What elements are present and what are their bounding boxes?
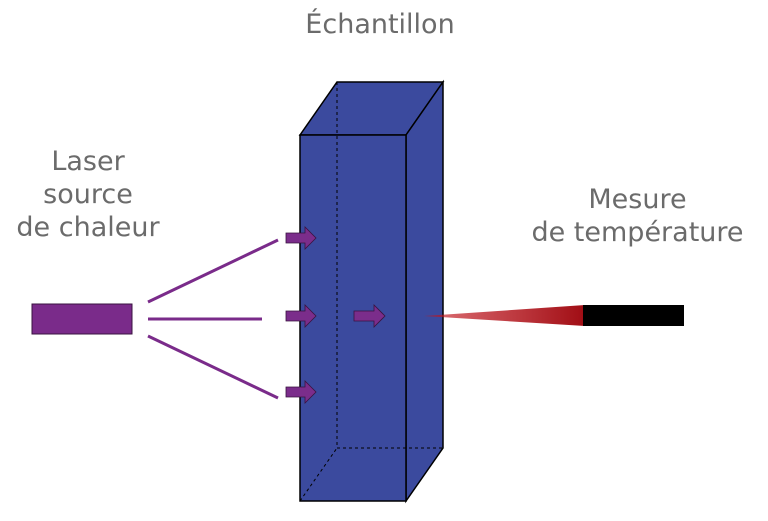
laser-beam-lower <box>147 334 279 400</box>
laser-beams <box>147 238 279 400</box>
heat-arrow-icon <box>285 226 317 250</box>
laser-label-line-1: Laser <box>51 146 125 177</box>
sample-front-face <box>299 134 407 502</box>
sample-block <box>298 79 445 504</box>
laser-source <box>31 303 133 335</box>
heat-arrow-icon <box>285 380 317 404</box>
heat-arrow-icon <box>353 304 386 328</box>
measure-label-line-2: de température <box>531 217 744 248</box>
laser-source-label: Laser source de chaleur <box>0 145 176 244</box>
temperature-probe <box>424 305 684 326</box>
heat-arrows <box>285 226 386 404</box>
measure-label-line-1: Mesure <box>588 184 687 215</box>
sample-side-face <box>405 79 444 504</box>
probe-body <box>583 305 684 326</box>
temperature-measure-label: Mesure de température <box>505 183 768 249</box>
probe-tip <box>424 305 585 326</box>
laser-label-line-2: source <box>43 179 133 210</box>
heat-arrow-icon <box>285 304 317 328</box>
laser-beam-upper <box>147 238 279 304</box>
laser-label-line-3: de chaleur <box>16 212 160 243</box>
sample-hidden-edges <box>299 82 443 502</box>
sample-title: Échantillon <box>305 9 455 40</box>
